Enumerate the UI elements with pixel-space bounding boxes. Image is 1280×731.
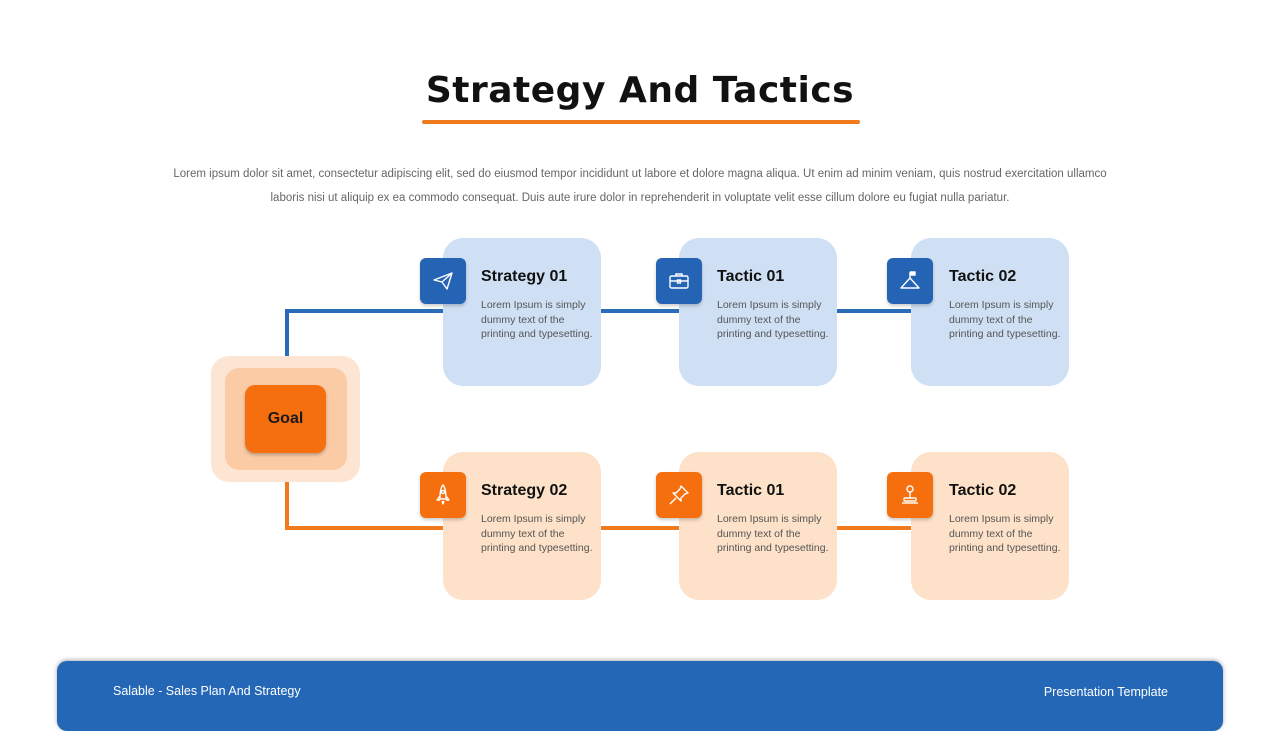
tactic-02-top-card: Tactic 02 Lorem Ipsum is simply dummy te…	[911, 238, 1069, 386]
card-text: Lorem Ipsum is simply dummy text of the …	[717, 513, 829, 554]
goal-to-top-vertical-line	[285, 309, 289, 359]
tactic-02-bottom-card: Tactic 02 Lorem Ipsum is simply dummy te…	[911, 452, 1069, 600]
tactic-01-top-icon-box	[656, 258, 702, 304]
slide-description: Lorem ipsum dolor sit amet, consectetur …	[173, 168, 1107, 204]
goal-label: Goal	[267, 410, 304, 427]
tactic-02-top-icon-box	[887, 258, 933, 304]
strategy-01-card: Strategy 01 Lorem Ipsum is simply dummy …	[443, 238, 601, 386]
title-underline	[422, 120, 860, 124]
goal-node: Goal	[245, 385, 326, 453]
mountain-flag-icon	[900, 271, 920, 289]
rocket-icon	[436, 484, 450, 505]
strategy-02-card: Strategy 02 Lorem Ipsum is simply dummy …	[443, 452, 601, 600]
strategy-01-icon-box	[420, 258, 466, 304]
tactic-02-bottom-icon-box	[887, 472, 933, 518]
card-text: Lorem Ipsum is simply dummy text of the …	[481, 299, 593, 340]
card-text: Lorem Ipsum is simply dummy text of the …	[949, 299, 1061, 340]
card-title: Tactic 02	[949, 482, 1017, 499]
slide-title: Strategy And Tactics	[425, 70, 855, 111]
card-text: Lorem Ipsum is simply dummy text of the …	[481, 513, 593, 554]
card-text: Lorem Ipsum is simply dummy text of the …	[949, 513, 1061, 554]
tactic-01-bottom-icon-box	[656, 472, 702, 518]
tactic-01-top-card: Tactic 01 Lorem Ipsum is simply dummy te…	[679, 238, 837, 386]
briefcase-icon	[669, 273, 689, 289]
pushpin-icon	[669, 485, 689, 505]
card-title: Tactic 01	[717, 482, 785, 499]
card-title: Strategy 01	[481, 268, 568, 285]
paper-plane-icon	[433, 272, 453, 290]
goal-to-bottom-vertical-line	[285, 480, 289, 530]
card-title: Tactic 02	[949, 268, 1017, 285]
footer-bar: Salable - Sales Plan And Strategy Presen…	[57, 661, 1223, 731]
footer-presentation-name: Salable - Sales Plan And Strategy	[113, 684, 301, 698]
joystick-icon	[902, 485, 918, 504]
strategy-02-icon-box	[420, 472, 466, 518]
card-text: Lorem Ipsum is simply dummy text of the …	[717, 299, 829, 340]
tactic-01-bottom-card: Tactic 01 Lorem Ipsum is simply dummy te…	[679, 452, 837, 600]
card-title: Tactic 01	[717, 268, 785, 285]
footer-template-label: Presentation Template	[1043, 685, 1168, 699]
card-title: Strategy 02	[481, 482, 568, 499]
